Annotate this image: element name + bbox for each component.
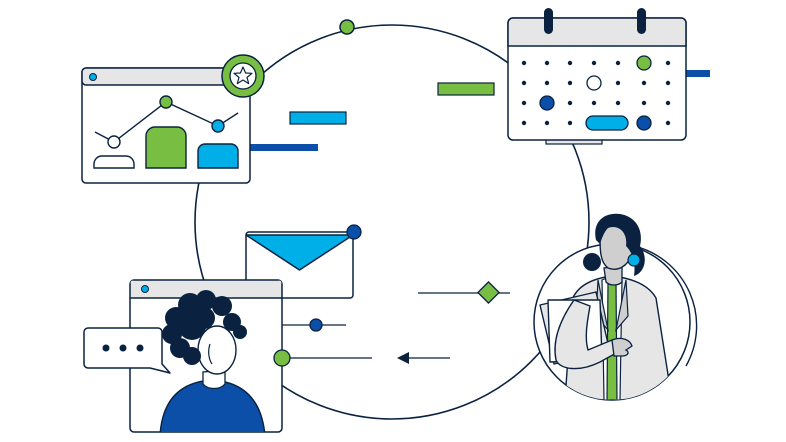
chart-bar-cyan xyxy=(197,143,239,169)
calendar-dot xyxy=(567,60,573,66)
calendar-dot xyxy=(567,80,573,86)
avatar-person-left xyxy=(159,290,266,432)
video-call-window xyxy=(129,279,283,433)
calendar-dot xyxy=(641,100,647,106)
calendar-dot xyxy=(615,80,621,86)
calendar-dot xyxy=(615,100,621,106)
bar-green xyxy=(437,82,495,96)
calendar-dot xyxy=(591,100,597,106)
bar-cyan xyxy=(289,111,347,125)
chart-bar-white xyxy=(93,155,135,169)
calendar-ring-right xyxy=(637,8,646,34)
calendar-dot xyxy=(544,60,550,66)
calendar-day-navy xyxy=(636,115,652,131)
calendar-day-blue xyxy=(539,95,555,111)
chart-bar-green xyxy=(145,126,187,169)
calendar-dots xyxy=(521,60,671,126)
calendar-day-white xyxy=(586,75,602,91)
calendar-dot xyxy=(641,80,647,86)
calendar-dot xyxy=(665,120,671,126)
calendar-dot xyxy=(665,60,671,66)
chat-dots-icon xyxy=(83,327,171,374)
calendar-dot xyxy=(521,80,527,86)
trend-node-white xyxy=(107,135,121,149)
calendar-event-pill xyxy=(585,115,629,131)
calendar-dot xyxy=(591,60,597,66)
arrow-left-icon xyxy=(397,352,409,364)
calendar-dot xyxy=(521,120,527,126)
window-dot xyxy=(89,73,97,81)
window-dot xyxy=(141,285,149,293)
calendar-dot xyxy=(521,60,527,66)
calendar-dot xyxy=(567,100,573,106)
star-icon xyxy=(221,54,265,98)
calendar-dot xyxy=(544,80,550,86)
calendar-dot xyxy=(544,120,550,126)
envelope-notification-dot xyxy=(346,224,362,240)
hair-bun xyxy=(583,253,601,271)
diamond-node xyxy=(476,280,501,305)
calendar-dot xyxy=(521,100,527,106)
trend-node-green xyxy=(159,95,173,109)
calendar-dot xyxy=(665,100,671,106)
calendar-ring-left xyxy=(544,8,553,34)
trend-node-cyan xyxy=(211,119,225,133)
chart-window xyxy=(81,67,251,184)
calendar-day-green xyxy=(636,55,652,71)
node-blue xyxy=(309,318,323,332)
bar-navy-right xyxy=(678,70,710,77)
calendar-icon xyxy=(507,8,687,145)
node-green xyxy=(273,349,291,367)
orbit-circle xyxy=(194,24,590,420)
calendar-dot xyxy=(665,80,671,86)
orbit-node-green-top xyxy=(339,19,355,35)
bar-navy-left xyxy=(250,144,318,151)
earring xyxy=(627,253,641,267)
calendar-dot xyxy=(567,120,573,126)
avatar-person-right xyxy=(533,213,698,401)
calendar-dot xyxy=(615,60,621,66)
